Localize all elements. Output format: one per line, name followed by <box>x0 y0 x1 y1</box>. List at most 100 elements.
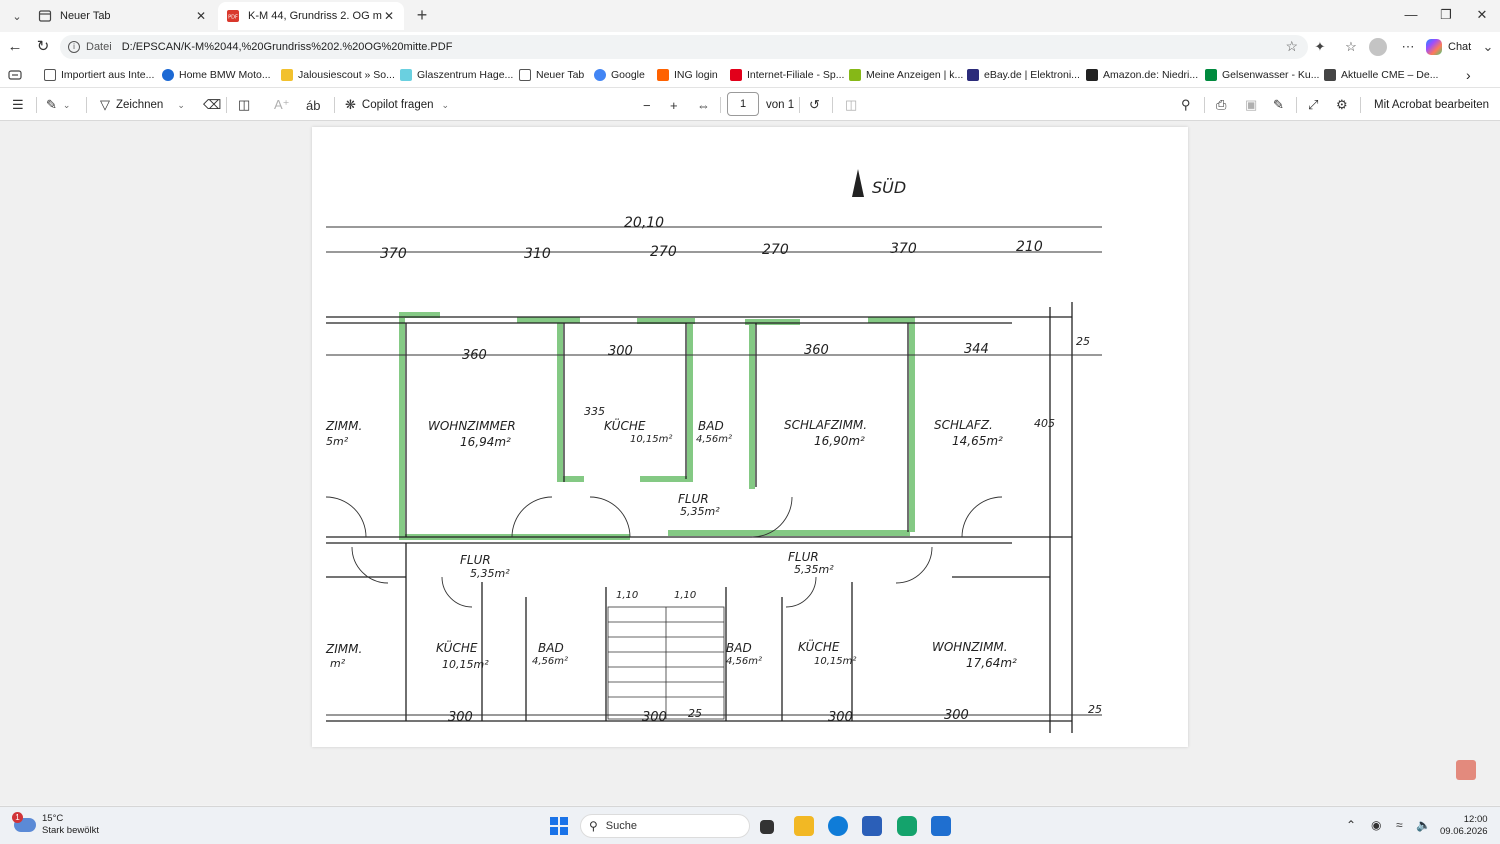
rotate-icon[interactable]: ↺ <box>809 97 820 112</box>
back-arrow-icon[interactable]: ← <box>7 38 23 55</box>
da-icon <box>1324 69 1336 81</box>
fit-page-icon[interactable]: ⇔ <box>697 97 710 113</box>
zoom-out-icon[interactable]: − <box>643 97 651 113</box>
dim-label: 344 <box>964 342 989 357</box>
minimize-icon[interactable]: — <box>1404 7 1418 22</box>
tab-pdf-document[interactable]: PDF K-M 44, Grundriss 2. OG mitte.PDF ✕ <box>218 2 404 30</box>
refresh-icon[interactable]: ↻ <box>36 38 50 55</box>
dim-label: 300 <box>828 710 853 725</box>
toolbar-divider <box>1296 97 1297 113</box>
dim-label: 310 <box>524 246 551 262</box>
room-area: 5,35m² <box>794 563 834 576</box>
chevron-down-icon[interactable]: ⌄ <box>1482 39 1494 54</box>
sparkasse-icon <box>730 69 742 81</box>
window-close-icon[interactable]: ✕ <box>1476 7 1488 22</box>
url-input[interactable]: i Datei D:/EPSCAN/K-M%2044,%20Grundriss%… <box>60 35 1308 59</box>
bookmark-item[interactable]: Meine Anzeigen | k... <box>849 67 963 83</box>
room-name: FLUR <box>788 550 819 564</box>
copilot-ask-button[interactable]: ❋Copilot fragen⌄ <box>345 97 450 112</box>
zoom-in-icon[interactable]: + <box>670 97 678 113</box>
volume-icon[interactable]: 🔈 <box>1416 818 1431 832</box>
room-area: 5m² <box>326 435 349 448</box>
wifi-icon[interactable]: ≈ <box>1396 818 1403 832</box>
tray-chevron-up-icon[interactable]: ⌃ <box>1346 818 1357 832</box>
close-icon[interactable]: ✕ <box>195 9 207 23</box>
pdf-viewer-area[interactable]: SÜD 20,10 370 310 270 270 370 210 WOHNZI… <box>0 121 1500 805</box>
dim-label: 270 <box>762 242 789 258</box>
fullscreen-icon[interactable]: ⤢ <box>1308 97 1319 112</box>
search-icon[interactable]: ⚲ <box>1181 97 1191 112</box>
room-name: SCHLAFZ. <box>934 418 993 432</box>
tab-actions-chevron-icon[interactable]: ⌄ <box>12 10 22 23</box>
copilot-chat-button[interactable]: Chat <box>1426 37 1471 57</box>
bookmark-item[interactable]: Aktuelle CME – De... <box>1324 67 1438 83</box>
address-bar: ← ↻ i Datei D:/EPSCAN/K-M%2044,%20Grundr… <box>0 32 1500 62</box>
dim-label: 270 <box>650 244 677 260</box>
toolbar-divider <box>334 97 335 113</box>
close-icon[interactable]: ✕ <box>383 9 395 23</box>
word-icon[interactable] <box>862 816 882 836</box>
system-clock[interactable]: 12:00 09.06.2026 <box>1440 814 1488 838</box>
room-area: 4,56m² <box>696 434 732 445</box>
print-icon[interactable]: ⎙ <box>1216 97 1227 112</box>
bookmark-item[interactable]: ING login <box>657 67 718 83</box>
bookmark-item[interactable]: Importiert aus Inte... <box>44 67 154 83</box>
text-box-icon[interactable]: ◫ <box>238 97 251 112</box>
new-tab-plus-icon[interactable]: + <box>416 5 428 25</box>
bookmark-item[interactable]: Glaszentrum Hage... <box>400 67 513 83</box>
favorites-icon[interactable]: ☆ <box>1345 39 1357 54</box>
translate-icon[interactable]: áb <box>306 97 321 113</box>
profile-avatar[interactable] <box>1369 38 1387 56</box>
weather-widget[interactable]: 1 15°C Stark bewölkt <box>12 812 99 837</box>
file-explorer-icon[interactable] <box>794 816 814 836</box>
chevron-right-icon[interactable]: › <box>1466 67 1471 83</box>
weather-temp: 15°C <box>42 813 64 824</box>
extensions-icon[interactable]: ✦ <box>1314 39 1326 54</box>
toolbar-divider <box>832 97 833 113</box>
dim-label: 1,10 <box>674 590 696 601</box>
outlook-icon[interactable] <box>931 816 951 836</box>
bookmark-item[interactable]: Neuer Tab <box>519 67 584 83</box>
draw-button[interactable]: ▽Zeichnen⌄ <box>100 97 185 112</box>
security-shield-icon[interactable] <box>897 816 917 836</box>
edge-browser-icon[interactable] <box>828 816 848 836</box>
save-as-icon[interactable]: ✎ <box>1273 97 1284 112</box>
highlight-marker-icon[interactable]: ✎⌄ <box>46 97 71 112</box>
restore-icon[interactable]: ❐ <box>1440 7 1452 22</box>
bookmark-item[interactable]: Amazon.de: Niedri... <box>1086 67 1198 83</box>
toolbar-divider <box>86 97 87 113</box>
contents-list-icon[interactable]: ☰ <box>12 97 24 112</box>
toolbar-divider <box>226 97 227 113</box>
save-icon[interactable]: ▣ <box>1245 97 1258 112</box>
page-number-input[interactable]: 1 <box>727 92 759 116</box>
tab-neuer-tab[interactable]: Neuer Tab ✕ <box>30 2 216 30</box>
edit-with-acrobat-button[interactable]: Mit Acrobat bearbeiten <box>1374 99 1490 111</box>
acrobat-float-icon[interactable] <box>1456 760 1476 780</box>
info-icon[interactable]: i <box>68 41 80 53</box>
dim-label: 300 <box>944 708 969 723</box>
toolbar-divider <box>799 97 800 113</box>
url-text[interactable]: D:/EPSCAN/K-M%2044,%20Grundriss%202.%20O… <box>121 41 453 53</box>
dim-label: 210 <box>1016 239 1043 255</box>
page-view-icon[interactable]: ◫ <box>845 97 858 112</box>
room-area: 14,65m² <box>952 434 1003 448</box>
read-aloud-icon[interactable]: A⁺ <box>274 97 290 112</box>
bookmark-item[interactable]: Google <box>594 67 645 83</box>
task-view-icon[interactable] <box>760 820 774 834</box>
kleinanzeigen-icon <box>849 69 861 81</box>
bookmark-item[interactable]: eBay.de | Elektroni... <box>967 67 1080 83</box>
network-status-icon[interactable]: ◉ <box>1371 818 1382 832</box>
bookmark-item[interactable]: Internet-Filiale - Sp... <box>730 67 844 83</box>
bookmark-item[interactable]: Gelsenwasser - Ku... <box>1205 67 1319 83</box>
ing-icon <box>657 69 669 81</box>
windows-start-icon[interactable] <box>550 817 568 835</box>
more-options-icon[interactable]: ⋯ <box>1401 39 1415 54</box>
taskbar-search-input[interactable]: ⚲ Suche <box>580 814 750 838</box>
favorite-star-icon[interactable]: ☆ <box>1285 38 1298 54</box>
bookmark-item[interactable]: Home BMW Moto... <box>162 67 271 83</box>
eraser-icon[interactable]: ⌫ <box>203 97 222 112</box>
bookmark-item[interactable]: Jalousiescout » So... <box>281 67 395 83</box>
settings-gear-icon[interactable]: ⚙ <box>1336 97 1348 112</box>
bookmarks-menu-icon[interactable] <box>8 67 22 83</box>
toolbar-divider <box>1360 97 1361 113</box>
